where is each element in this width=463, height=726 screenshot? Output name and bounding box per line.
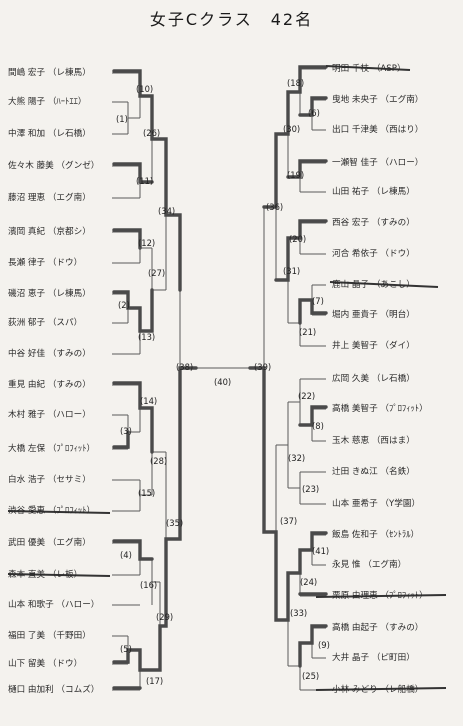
left-player-3: 中澤 和加 （レ石橋） [8, 129, 91, 139]
withdrawn-strikes [7, 65, 447, 691]
right-player-18: 栗原 由理恵 （ﾌﾟﾛﾌｨｯﾄ） [332, 591, 428, 601]
match-number: (4) [120, 550, 132, 560]
match-number: (39) [254, 362, 272, 372]
left-player-20: 山下 留美 （ドウ） [8, 659, 83, 669]
match-number: (8) [312, 421, 324, 431]
winner-highlights [112, 65, 328, 690]
match-number: (2) [118, 300, 130, 310]
match-number: (29) [156, 612, 174, 622]
right-player-19: 高橋 由起子 （すみの） [332, 623, 424, 633]
match-number: (17) [146, 676, 164, 686]
match-number: (16) [140, 580, 158, 590]
match-number: (22) [298, 391, 316, 401]
left-player-8: 磯沼 恵子 （レ棟馬） [8, 289, 91, 299]
left-player-9: 荻洲 郁子 （スパ） [8, 318, 83, 328]
left-player-15: 渋谷 愛恵 （ﾌﾟﾛﾌｨｯﾄ） [8, 506, 96, 516]
left-player-14: 白水 浩子 （セサミ） [8, 475, 91, 485]
match-number: (10) [136, 84, 154, 94]
right-player-21: 小林 みどり （レ船橋） [332, 685, 424, 695]
left-player-10: 中谷 好佳 （すみの） [8, 349, 91, 359]
match-number: (18) [287, 78, 305, 88]
match-number: (3) [120, 426, 132, 436]
match-number: (38) [176, 362, 194, 372]
right-player-4: 一瀬智 佳子 （ハロー） [332, 158, 424, 168]
match-number: (9) [318, 640, 330, 650]
final-match-number: (40) [214, 377, 232, 387]
match-number: (21) [299, 327, 317, 337]
right-player-3: 出口 千津美 （西はり） [332, 125, 424, 135]
left-player-11: 重見 由紀 （すみの） [8, 380, 91, 390]
match-number: (35) [166, 518, 184, 528]
right-player-14: 辻田 きぬ江 （名鉄） [332, 467, 415, 477]
right-player-13: 玉木 慈恵 （西はま） [332, 436, 415, 446]
left-player-12: 木村 雅子 （ハロー） [8, 410, 91, 420]
right-player-7: 河合 希依子 （ドウ） [332, 249, 415, 259]
match-number: (25) [302, 671, 320, 681]
match-number: (23) [302, 484, 320, 494]
match-number: (36) [266, 202, 284, 212]
match-number: (5) [120, 644, 132, 654]
left-player-21: 樋口 由加利 （コムズ） [8, 685, 100, 695]
right-player-11: 広岡 久美 （レ石橋） [332, 374, 415, 384]
right-player-8: 鹿山 晶子 （あこし） [332, 280, 415, 290]
left-player-16: 武田 優美 （エグ南） [8, 538, 91, 548]
left-player-7: 長瀬 律子 （ドウ） [8, 258, 83, 268]
left-player-2: 大熊 陽子 （ﾊｰﾄｴｴ） [8, 97, 87, 107]
match-number: (32) [288, 453, 306, 463]
match-number: (13) [138, 332, 156, 342]
left-player-19: 福田 了美 （千野田） [8, 631, 91, 641]
match-number: (41) [312, 546, 330, 556]
left-player-5: 藤沼 理恵 （エグ南） [8, 193, 91, 203]
left-player-17: 森本 直美 （レ板） [8, 570, 83, 580]
match-number: (26) [143, 128, 161, 138]
match-number: (33) [290, 608, 308, 618]
left-player-18: 山本 和歌子 （ハロー） [8, 600, 100, 610]
left-player-6: 濱岡 真紀 （京都シ） [8, 227, 91, 237]
match-number: (12) [138, 238, 156, 248]
right-player-5: 山田 祐子 （レ棟馬） [332, 187, 415, 197]
right-player-1: 明田 千枝 （ASP） [332, 64, 406, 74]
page-title: 女子Cクラス 42名 [149, 10, 314, 29]
match-number: (14) [140, 396, 158, 406]
match-number: (28) [150, 456, 168, 466]
match-number: (7) [312, 296, 324, 306]
match-number: (20) [289, 234, 307, 244]
match-number: (27) [148, 268, 166, 278]
left-player-13: 大橋 左保 （ﾌﾟﾛﾌｨｯﾄ） [8, 444, 96, 454]
match-number: (11) [136, 176, 154, 186]
match-number: (34) [158, 206, 176, 216]
left-player-4: 佐々木 藤美 （グンゼ） [8, 161, 100, 171]
match-number: (37) [280, 516, 298, 526]
match-number: (1) [116, 114, 128, 124]
match-number: (6) [308, 108, 320, 118]
right-player-9: 堀内 亜貴子 （明台） [332, 310, 415, 320]
match-number: (30) [283, 124, 301, 134]
right-player-10: 井上 美智子 （ダイ） [332, 341, 415, 351]
left-player-1: 間嶋 宏子 （レ棟馬） [8, 68, 91, 78]
right-player-17: 永見 惟 （エグ南） [332, 560, 407, 570]
match-number: (19) [287, 170, 305, 180]
right-player-12: 高橋 美智子 （ﾌﾟﾛﾌｨｯﾄ） [332, 404, 428, 414]
right-player-16: 飯島 佐和子 （ｾﾝﾄﾗﾙ） [332, 530, 420, 540]
match-number: (31) [283, 266, 301, 276]
right-player-2: 曳地 未央子 （エグ南） [332, 95, 424, 105]
right-player-20: 大井 晶子 （ピ町田） [332, 653, 415, 663]
match-number: (24) [300, 577, 318, 587]
right-player-6: 西谷 宏子 （すみの） [332, 218, 415, 228]
match-number: (15) [138, 488, 156, 498]
right-player-15: 山本 亜希子 （Y学園） [332, 499, 421, 509]
